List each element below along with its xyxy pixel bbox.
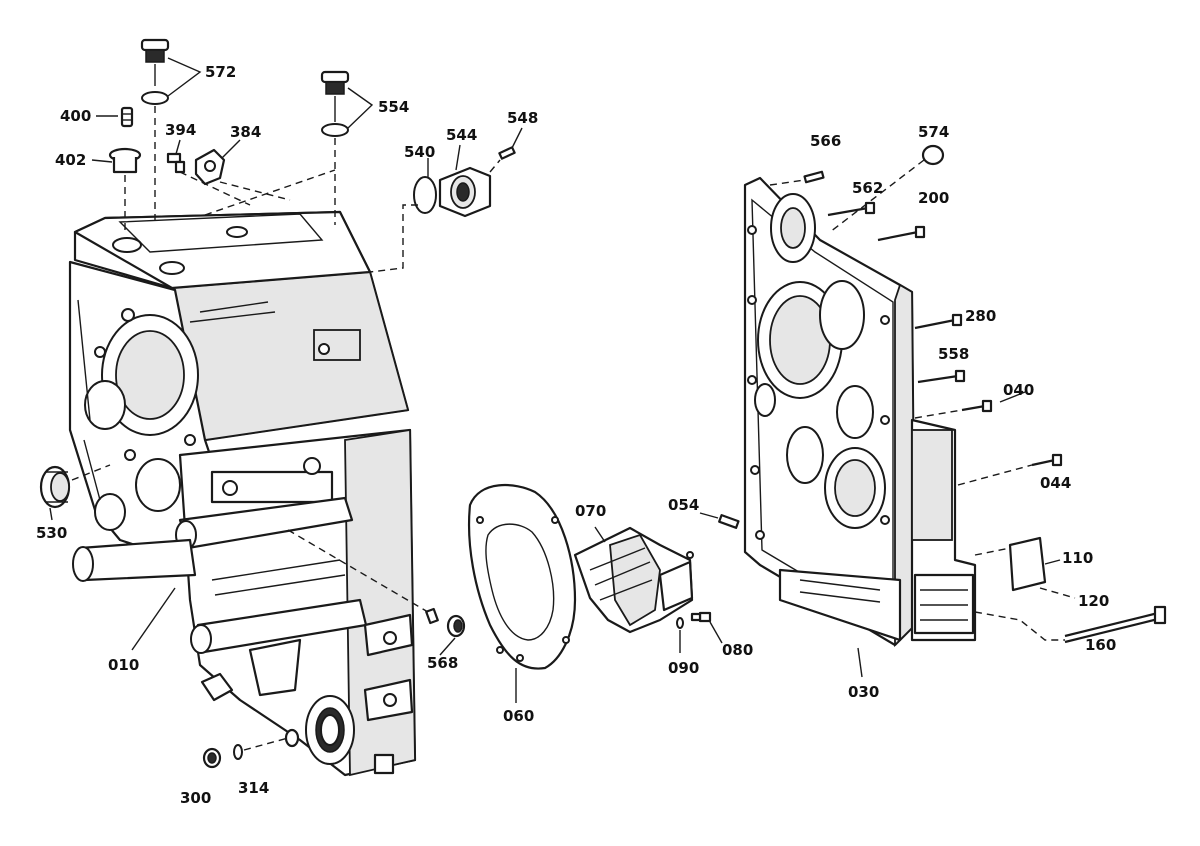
o-ring-540 — [413, 176, 437, 214]
cap-574 — [921, 144, 945, 166]
plug-572 — [140, 38, 170, 220]
breather-400 — [120, 106, 134, 128]
rear-housing-cover-030 — [743, 176, 977, 648]
callout-400: 400 — [60, 107, 91, 125]
callout-548: 548 — [507, 109, 538, 127]
callout-044: 044 — [1040, 474, 1071, 492]
bolt-044 — [1031, 453, 1063, 467]
callout-labels: 572 554 400 402 394 384 540 544 548 530 … — [36, 63, 1116, 807]
callout-300: 300 — [180, 789, 211, 807]
gasket-060 — [467, 483, 577, 670]
callout-110: 110 — [1062, 549, 1093, 567]
bolt-200 — [877, 225, 926, 242]
callout-060: 060 — [503, 707, 534, 725]
callout-384: 384 — [230, 123, 261, 141]
valve-544 — [438, 166, 492, 218]
callout-558: 558 — [938, 345, 969, 363]
guide-plate-070 — [573, 526, 694, 634]
callout-314: 314 — [238, 779, 269, 797]
callout-010: 010 — [108, 656, 139, 674]
bolt-280 — [914, 313, 963, 330]
callout-566: 566 — [810, 132, 841, 150]
adapter-402 — [108, 147, 142, 230]
callout-562: 562 — [852, 179, 883, 197]
callout-554: 554 — [378, 98, 409, 116]
callout-280: 280 — [965, 307, 996, 325]
callout-568: 568 — [427, 654, 458, 672]
callout-572: 572 — [205, 63, 236, 81]
leader-lines — [49, 57, 1061, 703]
callout-030: 030 — [848, 683, 879, 701]
bolt-562 — [827, 201, 876, 217]
callout-200: 200 — [918, 189, 949, 207]
screw-394 — [166, 152, 186, 174]
callout-530: 530 — [36, 524, 67, 542]
dowel-pin-054 — [718, 514, 740, 529]
seal-568 — [425, 607, 466, 638]
callout-080: 080 — [722, 641, 753, 659]
callout-540: 540 — [404, 143, 435, 161]
callout-574: 574 — [918, 123, 949, 141]
plate-110 — [1008, 536, 1047, 592]
callout-070: 070 — [575, 502, 606, 520]
washer-090 — [676, 617, 684, 629]
bolt-040 — [961, 399, 993, 413]
bolt-558 — [917, 369, 966, 384]
cover-plate-384 — [194, 148, 226, 186]
callout-394: 394 — [165, 121, 196, 139]
callout-544: 544 — [446, 126, 477, 144]
callout-054: 054 — [668, 496, 699, 514]
callout-090: 090 — [668, 659, 699, 677]
callout-120: 120 — [1078, 592, 1109, 610]
callout-160: 160 — [1085, 636, 1116, 654]
pin-548 — [498, 146, 516, 160]
o-ring-314 — [233, 744, 243, 760]
pin-566 — [803, 170, 825, 184]
transmission-housing-010 — [68, 210, 417, 777]
bolt-080 — [690, 611, 712, 623]
bearing-530 — [39, 465, 71, 509]
plug-300 — [202, 747, 222, 769]
long-bolt-160 — [1064, 605, 1167, 644]
callout-402: 402 — [55, 151, 86, 169]
callout-040: 040 — [1003, 381, 1034, 399]
plug-554 — [320, 70, 350, 225]
